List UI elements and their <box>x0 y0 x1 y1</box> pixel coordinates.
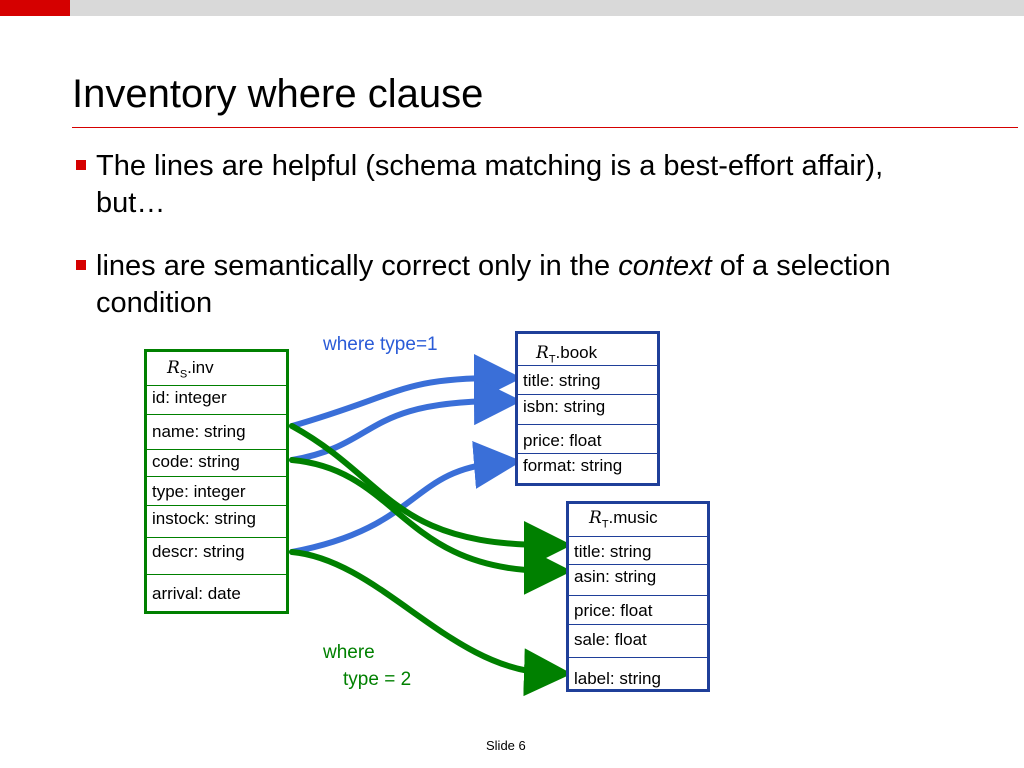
field-row: sale: float <box>574 630 647 649</box>
schema-header: RT.book <box>536 343 598 366</box>
field-row: name: string <box>152 422 246 441</box>
field-row: asin: string <box>574 567 657 586</box>
field-row: code: string <box>152 452 240 471</box>
field-row: format: string <box>523 456 623 475</box>
target-schema-book: RT.book title: string isbn: string price… <box>515 331 660 486</box>
field-row: instock: string <box>152 509 256 528</box>
arrow-name-to-music-title <box>289 423 572 569</box>
arrow-descr-to-book-format <box>289 440 522 555</box>
schema-header: RT.music <box>589 508 658 531</box>
arrow-code-to-music-asin <box>289 457 572 595</box>
schema-header: RS.inv <box>167 358 214 381</box>
field-row: id: integer <box>152 388 227 407</box>
field-row: isbn: string <box>523 397 606 416</box>
field-row: price: float <box>523 431 602 450</box>
arrow-code-to-book-isbn <box>289 377 522 463</box>
arrow-name-to-book-title <box>289 354 522 429</box>
music-condition-label-line2: type = 2 <box>343 669 412 690</box>
slide-title: Inventory where clause <box>72 72 484 116</box>
field-row: label: string <box>574 669 661 688</box>
field-row: arrival: date <box>152 584 241 603</box>
title-divider <box>72 127 1018 128</box>
field-row: descr: string <box>152 542 245 561</box>
slide-number: Slide 6 <box>486 738 526 753</box>
field-row: type: integer <box>152 482 246 501</box>
bullet-item-2: lines are semantically correct only in t… <box>72 248 952 322</box>
square-bullet-icon <box>76 260 86 270</box>
top-gray-bar <box>70 0 1024 16</box>
field-row: price: float <box>574 601 653 620</box>
bullet-text: lines are semantically correct only in t… <box>96 250 891 319</box>
emphasis-word: context <box>618 250 712 282</box>
music-condition-label-line1: where <box>323 642 375 663</box>
source-schema-inv: RS.inv id: integer name: string code: st… <box>144 349 289 614</box>
target-schema-music: RT.music title: string asin: string pric… <box>566 501 710 692</box>
top-accent-bar <box>0 0 70 16</box>
book-condition-label: where type=1 <box>323 334 438 355</box>
bullet-item-1: The lines are helpful (schema matching i… <box>72 148 952 222</box>
field-row: title: string <box>574 542 652 561</box>
square-bullet-icon <box>76 160 86 170</box>
field-row: title: string <box>523 371 601 390</box>
bullet-text: The lines are helpful (schema matching i… <box>96 150 884 219</box>
